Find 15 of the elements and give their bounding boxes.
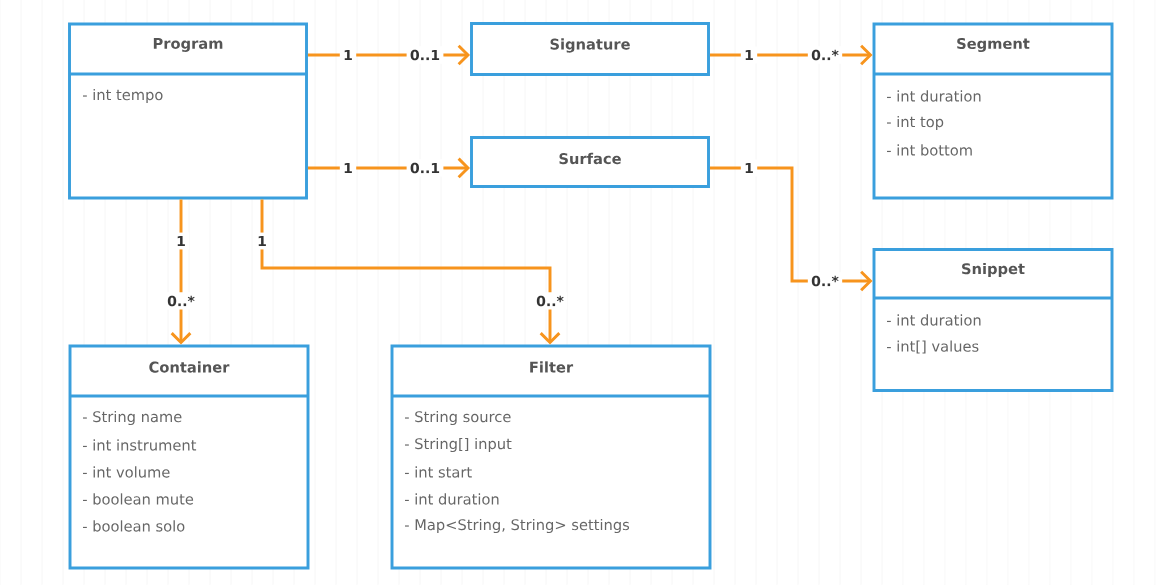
multiplicity-label: 0..*	[163, 292, 199, 310]
association-arrow	[260, 199, 561, 345]
class-box: Segment - int duration - int top - int bottom	[872, 22, 1114, 200]
multiplicity-label: 0..1	[406, 159, 444, 177]
class-box: Container - String name - int instrument - int volume - boolean mute - boolean solo	[68, 344, 310, 570]
multiplicity-label: 0..*	[807, 272, 843, 290]
class-box: Surface	[470, 136, 710, 188]
class-box: Signature	[470, 22, 710, 76]
multiplicity-label: 0..1	[406, 46, 444, 64]
class-box: Snippet - int duration - int[] values	[872, 248, 1114, 392]
association-arrow	[709, 166, 873, 292]
class-box: Filter - String source - String[] input - int start - int duration - Map<String, String> settings	[390, 344, 712, 570]
multiplicity-label: 0..*	[807, 46, 843, 64]
multiplicity-label: 0..*	[532, 292, 568, 310]
class-box: Program - int tempo	[68, 22, 308, 200]
